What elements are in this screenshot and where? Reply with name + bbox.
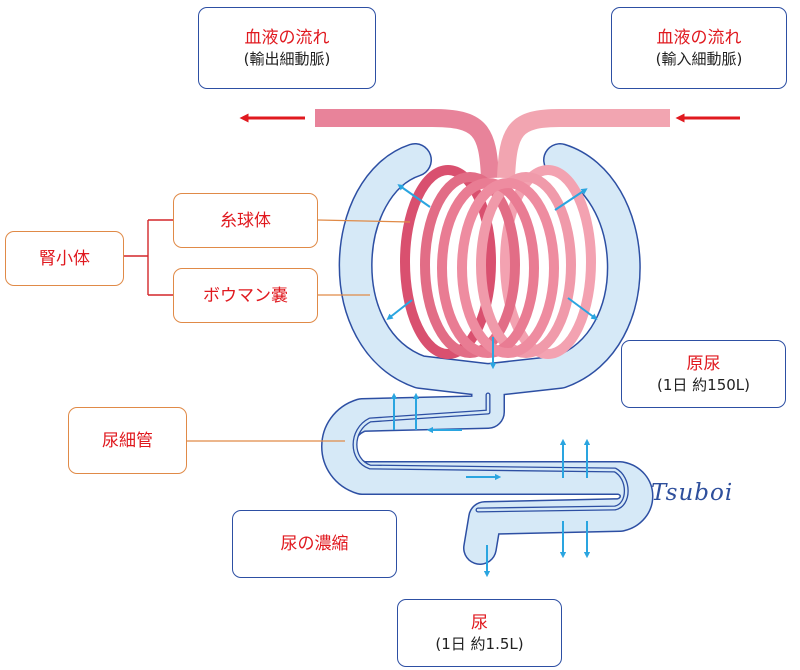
concentration-text: 尿の濃縮 [280, 534, 349, 554]
glomerulus-text: 糸球体 [220, 210, 271, 231]
leader-lines [187, 219, 411, 442]
primary-urine-label-box: 原尿 (1日 約150L) [621, 340, 786, 408]
filtration-arrow [397, 184, 431, 208]
bowman-capsule-label: ボウマン嚢 [173, 268, 318, 323]
primary-urine-title: 原尿 [686, 354, 721, 374]
outflow-title: 血液の流れ [244, 28, 330, 48]
blue-arrows [386, 184, 598, 578]
inflow-title: 血液の流れ [656, 28, 742, 48]
filtration-arrow [386, 299, 413, 320]
outflow-subtitle: (輸出細動脈) [243, 50, 331, 68]
glomerulus-label: 糸球体 [173, 193, 318, 248]
inflow-label-box: 血液の流れ (輸入細動脈) [611, 7, 787, 89]
urine-title: 尿 [471, 613, 488, 633]
glomerulus-coils [400, 165, 596, 359]
bowman-capsule-text: ボウマン嚢 [203, 285, 288, 306]
inflow-subtitle: (輸入細動脈) [655, 50, 743, 68]
renal-corpuscle-label: 腎小体 [5, 231, 124, 286]
bowman-capsule-and-tubule [321, 143, 654, 565]
renal-corpuscle-bracket [124, 219, 173, 296]
tubule-label: 尿細管 [68, 407, 187, 474]
urine-label-box: 尿 (1日 約1.5L) [397, 599, 562, 667]
filtration-arrow [554, 188, 588, 211]
signature: Tsuboi [651, 480, 734, 506]
outflow-label-box: 血液の流れ (輸出細動脈) [198, 7, 376, 89]
filtration-arrow [567, 297, 598, 320]
urine-subtitle: (1日 約1.5L) [435, 635, 524, 653]
primary-urine-subtitle: (1日 約150L) [656, 376, 750, 394]
blood-vessel [315, 109, 670, 179]
tubule-text: 尿細管 [102, 430, 153, 451]
renal-corpuscle-text: 腎小体 [39, 248, 90, 269]
concentration-label-box: 尿の濃縮 [232, 510, 397, 578]
